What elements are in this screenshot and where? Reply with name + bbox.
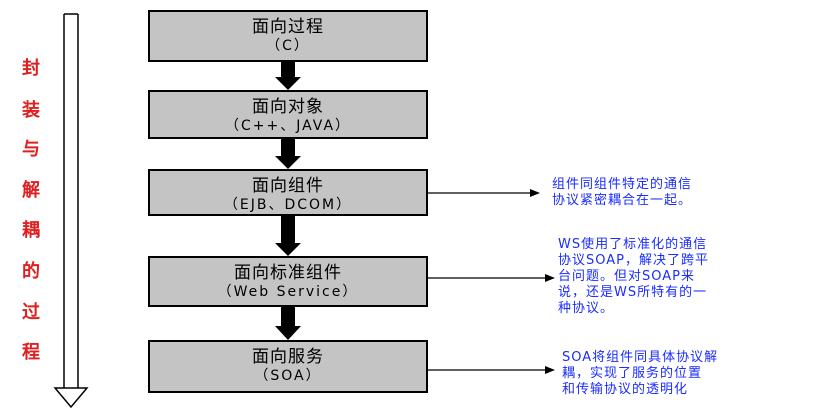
note-line: 台问题。但对SOAP来: [558, 269, 695, 284]
sidebar-char: 的: [22, 261, 40, 282]
stage-title: 面向服务: [252, 347, 324, 367]
stage-box-component: 面向组件 （EJB、DCOM）: [148, 169, 428, 216]
sidebar-char: 程: [22, 342, 40, 363]
note-line: 协议紧密耦合在一起。: [552, 193, 693, 208]
process-arrow: [53, 13, 89, 409]
note-web-service: WS使用了标准化的通信 协议SOAP，解决了跨平 台问题。但对SOAP来 说，还…: [558, 237, 709, 317]
stage-title: 面向过程: [252, 17, 324, 37]
stage-subtitle: （Web Service）: [217, 284, 359, 300]
stage-box-object: 面向对象 （C++、JAVA）: [148, 90, 428, 139]
note-line: 种协议。: [558, 301, 615, 316]
sidebar-char: 过: [22, 302, 40, 323]
note-soa: SOA将组件同具体协议解 耦，实现了服务的位置 和传输协议的透明化: [562, 350, 718, 398]
note-line: 和传输协议的透明化: [562, 382, 689, 397]
note-line: 耦，实现了服务的位置: [562, 366, 703, 381]
sidebar-char: 与: [22, 139, 40, 160]
stage-subtitle: （SOA）: [254, 368, 322, 384]
stage-title: 面向组件: [252, 176, 324, 196]
stage-subtitle: （EJB、DCOM）: [223, 197, 353, 213]
note-line: WS使用了标准化的通信: [558, 237, 708, 252]
note-component: 组件同组件特定的通信 协议紧密耦合在一起。: [552, 177, 692, 209]
note-arrow-3: [428, 366, 555, 374]
note-arrow-1: [428, 189, 540, 197]
stage-title: 面向对象: [252, 97, 324, 117]
stage-arrow-2: [275, 139, 301, 169]
stage-box-service: 面向服务 （SOA）: [148, 340, 428, 393]
note-line: 协议SOAP，解决了跨平: [558, 253, 709, 268]
stage-arrow-3: [275, 216, 301, 256]
note-line: 组件同组件特定的通信: [552, 177, 693, 192]
sidebar-char: 解: [22, 180, 40, 201]
note-line: SOA将组件同具体协议解: [562, 350, 719, 365]
stage-box-standard-component: 面向标准组件 （Web Service）: [148, 256, 428, 307]
stage-arrow-4: [275, 307, 301, 340]
sidebar-char: 耦: [22, 220, 40, 241]
sidebar-char: 装: [22, 100, 40, 121]
stage-subtitle: （C++、JAVA）: [224, 118, 352, 134]
stage-subtitle: （C）: [266, 38, 310, 54]
stage-box-procedural: 面向过程 （C）: [148, 10, 428, 62]
stage-title: 面向标准组件: [234, 263, 342, 283]
sidebar-char: 封: [22, 58, 40, 79]
stage-arrow-1: [275, 62, 301, 90]
note-line: 说，还是WS所特有的一: [558, 285, 708, 300]
note-arrow-2: [428, 274, 555, 282]
